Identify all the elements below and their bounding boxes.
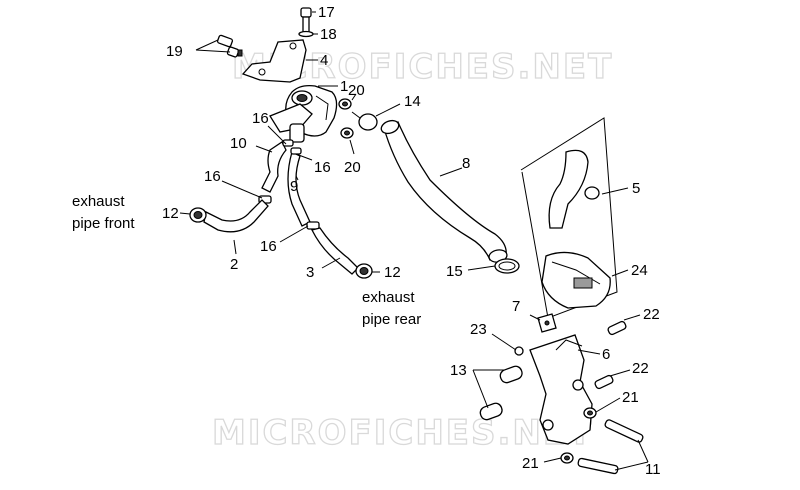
annotation-front-line2: pipe front xyxy=(72,215,135,232)
annotation-rear-line1: exhaust xyxy=(362,289,415,306)
annotation-rear-line2: pipe rear xyxy=(362,311,421,328)
callout-16-d: 16 xyxy=(260,238,277,255)
part-11-bolt-lower xyxy=(577,457,619,475)
annotation-front-line1: exhaust xyxy=(72,193,125,210)
callout-12-front: 12 xyxy=(162,205,179,222)
callout-11: 11 xyxy=(645,461,661,478)
part-4-bracket xyxy=(241,39,307,83)
part-2-hose xyxy=(189,199,269,233)
callout-15: 15 xyxy=(446,263,463,280)
part-18-o-ring xyxy=(298,30,314,38)
part-22-bolt-upper xyxy=(607,320,627,336)
part-8-large-hose xyxy=(380,119,508,263)
part-22-bolt-lower xyxy=(594,374,614,390)
callout-23: 23 xyxy=(470,321,487,338)
callout-7: 7 xyxy=(512,298,520,315)
part-6-support-bracket xyxy=(529,334,593,445)
callout-16-c: 16 xyxy=(204,168,221,185)
part-11-bolt-upper xyxy=(604,419,644,443)
callout-22-lower: 22 xyxy=(632,360,649,377)
callout-6: 6 xyxy=(602,346,610,363)
part-21-washer-upper xyxy=(583,407,597,419)
part-13-spacer-upper xyxy=(499,365,523,384)
annotation-exhaust-rear: exhaust pipe rear xyxy=(362,289,421,328)
part-15-clamp xyxy=(494,258,520,274)
callout-19: 19 xyxy=(166,43,183,60)
callout-1: 1 xyxy=(340,78,348,95)
callout-21-upper: 21 xyxy=(622,389,639,406)
part-16-clip-a xyxy=(282,139,294,147)
callout-20-lower: 20 xyxy=(344,159,361,176)
annotation-exhaust-front: exhaust pipe front xyxy=(72,193,135,232)
part-20-nut-upper xyxy=(338,98,352,110)
callout-13: 13 xyxy=(450,362,467,379)
part-20-nut-lower xyxy=(340,127,354,139)
part-3-hose xyxy=(311,227,373,279)
callout-8: 8 xyxy=(462,155,470,172)
callout-18: 18 xyxy=(320,26,337,43)
part-19-bolts xyxy=(216,34,243,58)
callout-2: 2 xyxy=(230,256,238,273)
callout-16-a: 16 xyxy=(252,110,269,127)
part-13-spacer-lower xyxy=(479,402,503,421)
callout-9: 9 xyxy=(290,178,298,195)
part-14-clamp xyxy=(351,111,378,131)
callout-24: 24 xyxy=(631,262,648,279)
callout-22-upper: 22 xyxy=(643,306,660,323)
callout-21-lower: 21 xyxy=(522,455,539,472)
callout-17: 17 xyxy=(318,4,335,21)
callout-14: 14 xyxy=(404,93,421,110)
part-21-washer-lower xyxy=(560,452,574,464)
part-5-panel xyxy=(520,117,618,319)
watermark-bottom: MICROFICHES.NET xyxy=(212,413,593,453)
part-16-clip-b xyxy=(290,147,302,155)
leader-lines xyxy=(179,11,649,471)
part-17-bolt xyxy=(300,7,312,34)
part-24-reed-box xyxy=(541,251,611,309)
part-23-nut xyxy=(514,346,524,356)
callout-20-upper: 20 xyxy=(348,82,365,99)
callout-12-rear: 12 xyxy=(384,264,401,281)
callout-3: 3 xyxy=(306,264,314,281)
callout-10: 10 xyxy=(230,135,247,152)
callout-16-b: 16 xyxy=(314,159,331,176)
callout-5: 5 xyxy=(632,180,640,197)
part-1-air-valve xyxy=(269,84,338,143)
callout-labels: 17 18 4 19 1 20 14 20 16 16 10 9 16 12 2… xyxy=(162,4,661,478)
part-7-clip xyxy=(537,313,557,333)
callout-4: 4 xyxy=(320,52,328,69)
part-10-hose xyxy=(261,141,287,193)
part-16-clip-d xyxy=(306,221,320,230)
